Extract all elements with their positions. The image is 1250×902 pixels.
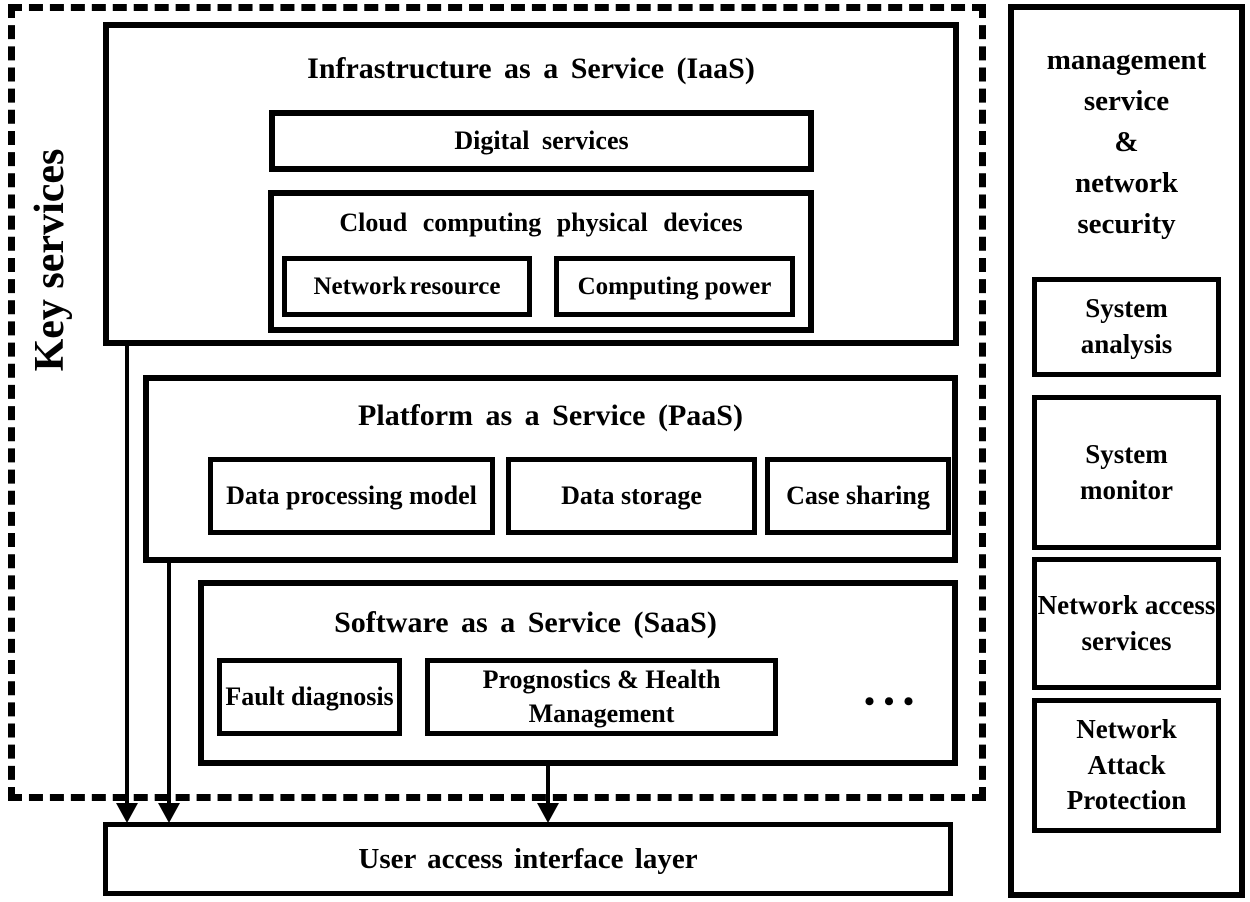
key-services-dashed-region (8, 4, 986, 801)
digital-services-label: Digital services (454, 126, 629, 155)
iaas-box: Infrastructure as a Service (IaaS) Digit… (103, 22, 959, 346)
arrow-shaft (546, 763, 550, 805)
system-analysis-box: System analysis (1032, 277, 1221, 377)
saas-box: Software as a Service (SaaS) Fault diagn… (198, 580, 958, 766)
arrowhead-down-icon (158, 803, 180, 823)
panel-title-line: security (1077, 208, 1176, 240)
paas-title: Platform as a Service (PaaS) (358, 399, 743, 432)
management-panel-title: management service & network security (1014, 40, 1239, 245)
arrowhead-down-icon (116, 803, 138, 823)
user-access-interface-layer-box: User access interface layer (103, 822, 953, 896)
network-resource-label: Network resource (313, 272, 501, 300)
data-storage-label: Data storage (561, 481, 702, 511)
data-storage-box: Data storage (506, 457, 757, 535)
network-access-services-label: Network access services (1037, 589, 1216, 656)
computing-power-box: Computing power (554, 256, 795, 317)
network-resource-box: Network resource (282, 256, 532, 317)
saas-title: Software as a Service (SaaS) (334, 606, 717, 639)
user-access-interface-layer-label: User access interface layer (358, 842, 698, 875)
fault-diagnosis-label: Fault diagnosis (225, 682, 394, 712)
management-security-panel: management service & network security Sy… (1008, 4, 1245, 898)
cloud-devices-title: Cloud computing physical devices (339, 208, 743, 237)
panel-title-line: service (1083, 85, 1170, 117)
system-monitor-label: System monitor (1080, 438, 1173, 505)
data-processing-model-box: Data processing model (208, 457, 495, 535)
cloud-devices-box: Cloud computing physical devices Network… (268, 190, 814, 333)
ellipsis-more-services: ••• (864, 685, 923, 718)
case-sharing-label: Case sharing (786, 481, 930, 511)
computing-power-label: Computing power (577, 272, 772, 300)
digital-services-box: Digital services (269, 110, 814, 172)
panel-title-line: & (1114, 126, 1139, 158)
case-sharing-box: Case sharing (765, 457, 951, 535)
panel-title-line: network (1074, 167, 1179, 199)
network-access-services-box: Network access services (1032, 557, 1221, 690)
network-attack-protection-box: Network Attack Protection (1032, 698, 1221, 833)
fault-diagnosis-box: Fault diagnosis (217, 658, 402, 736)
arrowhead-down-icon (537, 803, 559, 823)
prognostics-health-management-box: Prognostics & Health Management (425, 658, 778, 736)
panel-title-line: management (1046, 44, 1207, 76)
data-processing-model-label: Data processing model (226, 481, 477, 511)
arrow-shaft (167, 558, 171, 805)
paas-box: Platform as a Service (PaaS) Data proces… (143, 375, 958, 563)
prognostics-health-management-label: Prognostics & Health Management (482, 665, 721, 728)
network-attack-protection-label: Network Attack Protection (1066, 714, 1187, 816)
key-services-label: Key services (27, 148, 73, 372)
iaas-title: Infrastructure as a Service (IaaS) (307, 52, 755, 85)
system-monitor-box: System monitor (1032, 395, 1221, 550)
arrow-shaft (125, 345, 129, 805)
system-analysis-label: System analysis (1080, 293, 1173, 359)
